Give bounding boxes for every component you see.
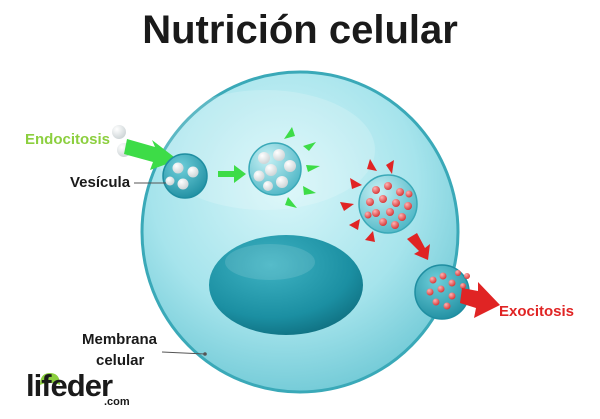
red-particles (364, 182, 413, 229)
incoming-particle (112, 125, 126, 139)
transport-arrow (218, 165, 246, 183)
vesicle-particle (276, 176, 288, 188)
vesicle-entering (162, 153, 208, 199)
exit-arrow (407, 233, 430, 260)
vesicle-particle (165, 176, 175, 186)
vesicle-particle (265, 164, 277, 176)
page-title: Nutrición celular (142, 8, 458, 52)
exocitosis-arrow (460, 282, 500, 318)
membrana-label-line1: Membrana (82, 331, 158, 348)
vesicle-particle (172, 162, 184, 174)
nucleus-highlight (225, 244, 315, 280)
logo-suffix: .com (104, 396, 130, 408)
endocitosis-label: Endocitosis (25, 131, 111, 148)
membrana-label-line2: celular (96, 352, 145, 369)
logo-icon (40, 373, 60, 385)
vesicle-particle (177, 178, 189, 190)
vesicle-particle (273, 149, 285, 161)
vesicle-particle (187, 166, 199, 178)
membrana-leader (161, 351, 206, 355)
nucleus (209, 235, 363, 335)
exocitosis-label: Exocitosis (499, 303, 575, 320)
diffusion-arrows (284, 127, 320, 208)
vesicula-label: Vesícula (70, 174, 131, 191)
vesicle-particle (284, 160, 296, 172)
converging-arrows (340, 159, 394, 242)
membrana-leader-dot (203, 352, 207, 356)
endocitosis-arrow (124, 139, 178, 170)
red-particles-exit (426, 270, 470, 310)
cell-body (140, 70, 460, 394)
vesicle-particle (263, 181, 273, 191)
logo: lifeder (26, 368, 113, 403)
vesicle-particle (258, 152, 270, 164)
vesicle-particle (253, 170, 265, 182)
